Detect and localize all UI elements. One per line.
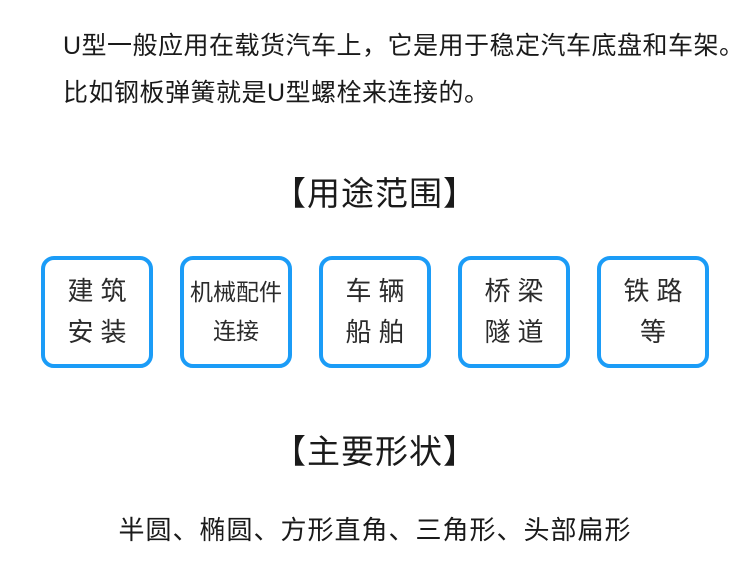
usage-boxes-row: 建筑 安装 机械配件 连接 车辆 船舶 桥梁 隧道 铁路 等 bbox=[0, 256, 750, 368]
usage-box-label-line: 桥梁 bbox=[484, 276, 551, 306]
usage-box-vehicles-ships: 车辆 船舶 bbox=[319, 256, 431, 368]
usage-box-bridges-tunnels: 桥梁 隧道 bbox=[458, 256, 570, 368]
usage-box-label-line: 等 bbox=[639, 317, 673, 347]
usage-box-label-line: 隧道 bbox=[484, 317, 551, 347]
shapes-list-text: 半圆、椭圆、方形直角、三角形、头部扁形 bbox=[118, 515, 632, 545]
intro-line-1: U型一般应用在载货汽车上，它是用于稳定汽车底盘和车架。 bbox=[63, 32, 745, 60]
usage-box-label-line: 安装 bbox=[67, 317, 134, 347]
usage-box-railway-etc: 铁路 等 bbox=[597, 256, 709, 368]
intro-paragraph: U型一般应用在载货汽车上，它是用于稳定汽车底盘和车架。 比如钢板弹簧就是U型螺栓… bbox=[63, 23, 745, 117]
intro-line-2: 比如钢板弹簧就是U型螺栓来连接的。 bbox=[63, 79, 490, 107]
usage-box-label-line: 铁路 bbox=[623, 276, 690, 306]
usage-section-title: 【用途范围】 bbox=[273, 175, 477, 212]
usage-box-label-line: 建筑 bbox=[67, 276, 134, 306]
usage-box-label-line: 船舶 bbox=[345, 317, 412, 347]
usage-box-label-line: 连接 bbox=[213, 318, 259, 344]
shapes-section-title: 【主要形状】 bbox=[273, 433, 477, 470]
usage-box-machinery-parts: 机械配件 连接 bbox=[180, 256, 292, 368]
usage-box-construction: 建筑 安装 bbox=[41, 256, 153, 368]
usage-box-label-line: 机械配件 bbox=[190, 279, 282, 305]
usage-box-label-line: 车辆 bbox=[345, 276, 412, 306]
